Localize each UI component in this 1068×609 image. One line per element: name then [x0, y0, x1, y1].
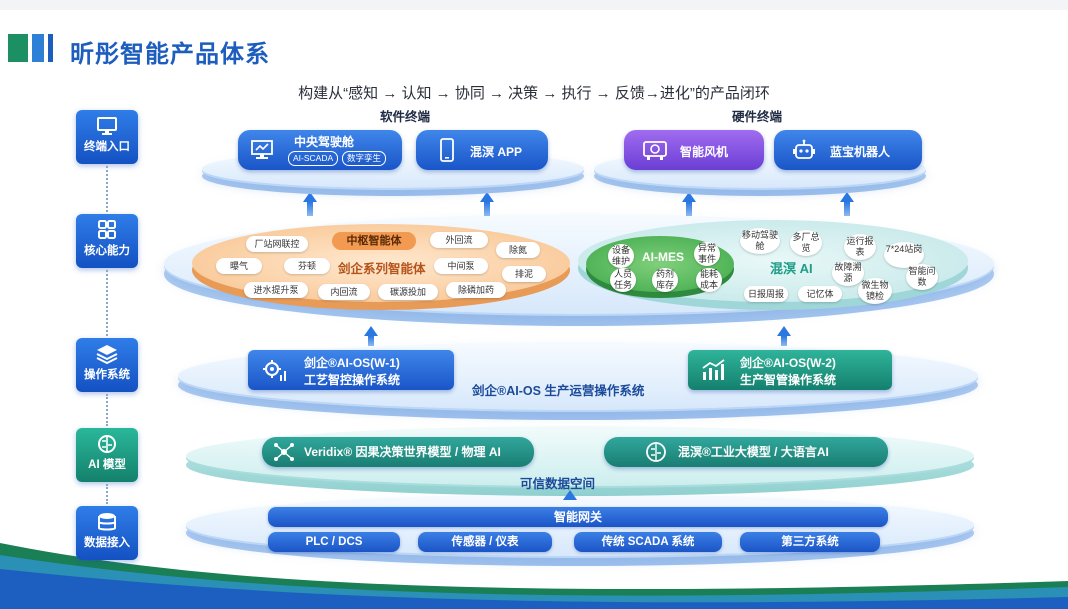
title-logo [8, 34, 53, 62]
phone-icon [440, 138, 454, 162]
nav-connector [106, 270, 110, 336]
page-subtitle: 构建从“感知 → 认知 → 协同 → 决策 → 执行 → 反馈→进化”的产品闭环 [298, 85, 770, 102]
grid-icon [98, 220, 116, 239]
central-cockpit[interactable]: 中央驾驶舱 AI-SCADA 数字孪生 [238, 130, 402, 170]
nav-connector [106, 484, 110, 504]
hunming-chip[interactable]: 运行报表 [844, 234, 876, 260]
network-icon [274, 443, 294, 461]
dashboard-icon [251, 140, 273, 159]
hunming-chip[interactable]: 故障溯源 [832, 260, 864, 286]
agent-chip[interactable]: 进水提升泵 [244, 282, 308, 298]
nav-data-access[interactable]: 数据接入 [76, 506, 138, 560]
os-w2-card[interactable]: 剑企®AI-OS(W-2) 生产智管操作系统 [688, 350, 892, 390]
hunming-model[interactable]: 混溟®工业大模型 / 大语言AI [604, 437, 888, 467]
nav-label: 数据接入 [84, 537, 130, 549]
nav-core-capability[interactable]: 核心能力 [76, 214, 138, 268]
hunming-chip[interactable]: 移动驾驶舱 [740, 228, 780, 254]
fan-icon [643, 141, 667, 160]
app-label: 混溟 APP [470, 145, 523, 159]
os-w2-subtitle: 生产智管操作系统 [740, 373, 837, 387]
monitor-icon [97, 117, 117, 135]
hunming-model-label: 混溟®工业大模型 / 大语言AI [678, 445, 829, 459]
up-arrow [480, 192, 494, 216]
smart-gateway-bar[interactable]: 智能网关 [268, 507, 888, 527]
source-third-party[interactable]: 第三方系统 [740, 532, 880, 552]
nav-label: AI 模型 [88, 459, 126, 471]
veridix-label: Veridix® 因果决策世界模型 / 物理 AI [304, 445, 501, 459]
robot-label: 蓝宝机器人 [830, 145, 891, 159]
agent-center[interactable]: 中枢智能体 [332, 232, 416, 250]
os-w1-card[interactable]: 剑企®AI-OS(W-1) 工艺智控操作系统 [248, 350, 454, 390]
mes-chip[interactable]: 人员任务 [610, 268, 636, 292]
nav-label: 终端入口 [84, 141, 130, 153]
os-w1-title: 剑企®AI-OS(W-1) [304, 356, 400, 370]
hunming-chip[interactable]: 日报周报 [744, 286, 788, 302]
hunming-app[interactable]: 混溟 APP [416, 130, 548, 170]
agent-series-label: 剑企系列智能体 [338, 262, 426, 276]
hardware-section-label: 硬件终端 [732, 110, 783, 124]
agent-chip[interactable]: 内回流 [318, 284, 370, 300]
agent-chip[interactable]: 中间泵 [434, 258, 488, 274]
veridix-model[interactable]: Veridix® 因果决策世界模型 / 物理 AI [262, 437, 534, 467]
tag-digital-twin: 数字孪生 [342, 151, 387, 166]
mes-chip[interactable]: 异常事件 [694, 242, 720, 266]
agent-chip[interactable]: 曝气 [216, 258, 262, 274]
nav-label: 核心能力 [84, 245, 130, 257]
page-title: 昕彤智能产品体系 [70, 41, 270, 68]
brain-icon [98, 435, 116, 453]
agent-chip[interactable]: 除氮 [496, 242, 540, 258]
trusted-data-space: 可信数据空间 [520, 477, 596, 491]
nav-terminal-entry[interactable]: 终端入口 [76, 110, 138, 164]
tag-ai-scada: AI-SCADA [288, 151, 339, 166]
robot-icon [793, 139, 815, 159]
up-arrow [777, 326, 791, 346]
up-arrow [364, 326, 378, 346]
brain-icon [646, 442, 666, 462]
smart-fan[interactable]: 智能风机 [624, 130, 764, 170]
bar-chart-icon [702, 359, 725, 380]
database-icon [98, 513, 116, 531]
hunming-chip[interactable]: 微生物镜检 [858, 278, 892, 304]
up-arrow [840, 192, 854, 216]
os-w1-subtitle: 工艺智控操作系统 [304, 373, 401, 387]
blue-robot[interactable]: 蓝宝机器人 [774, 130, 922, 170]
hunming-chip[interactable]: 多厂总览 [790, 230, 822, 256]
gear-chart-icon [263, 360, 286, 381]
up-arrow [303, 192, 317, 216]
agent-chip[interactable]: 除磷加药 [446, 282, 506, 298]
mes-chip[interactable]: 能耗成本 [696, 268, 722, 292]
os-w2-title: 剑企®AI-OS(W-2) [740, 356, 836, 370]
software-section-label: 软件终端 [380, 110, 431, 124]
cockpit-label: 中央驾驶舱 [294, 135, 355, 149]
nav-ai-model[interactable]: AI 模型 [76, 428, 138, 482]
agent-chip[interactable]: 厂站网联控 [246, 236, 308, 252]
nav-connector [106, 394, 110, 426]
up-arrow [682, 192, 696, 216]
os-platform-label: 剑企®AI-OS 生产运营操作系统 [472, 384, 645, 398]
up-arrow [563, 490, 577, 500]
nav-label: 操作系统 [84, 369, 130, 381]
fan-label: 智能风机 [680, 145, 729, 159]
layers-icon [96, 345, 118, 364]
nav-operating-system[interactable]: 操作系统 [76, 338, 138, 392]
agent-chip[interactable]: 碳源投加 [378, 284, 438, 300]
mes-chip[interactable]: 药剂库存 [652, 268, 678, 292]
source-plc-dcs[interactable]: PLC / DCS [268, 532, 400, 552]
agent-chip[interactable]: 排泥 [502, 266, 546, 282]
bottom-wave [0, 543, 1068, 609]
hunming-chip[interactable]: 记忆体 [798, 286, 842, 302]
mes-chip[interactable]: 设备维护 [608, 244, 634, 268]
hunming-ai-label: 混溟 AI [770, 261, 813, 276]
source-sensors[interactable]: 传感器 / 仪表 [418, 532, 552, 552]
source-scada[interactable]: 传统 SCADA 系统 [574, 532, 722, 552]
hunming-chip[interactable]: 智能问数 [906, 264, 938, 290]
agent-chip[interactable]: 外回流 [430, 232, 488, 248]
hunming-chip[interactable]: 7*24站岗 [884, 242, 924, 268]
ai-mes-label: AI-MES [642, 250, 684, 264]
agent-chip[interactable]: 芬顿 [284, 258, 330, 274]
nav-connector [106, 166, 110, 212]
